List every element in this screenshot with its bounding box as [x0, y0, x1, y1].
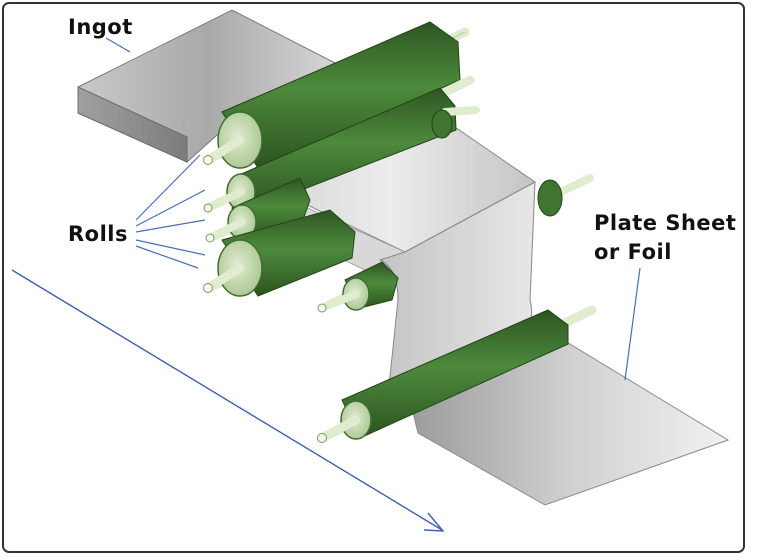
ingot-slab: [77, 9, 337, 163]
process-direction-arrow: [11, 269, 445, 532]
roll-top-upper: [203, 21, 470, 169]
roll-top-lower: [203, 75, 475, 213]
plate-leader: [624, 267, 641, 381]
plate-label-line2: or Foil: [594, 240, 672, 264]
rolls-label: Rolls: [68, 222, 128, 246]
roll-bottom: [317, 305, 597, 443]
plate-sheet-foil-label: Plate Sheet or Foil: [594, 209, 736, 267]
roll-back-small: [431, 106, 480, 139]
ingot-label: Ingot: [68, 15, 133, 39]
rolls-leader-lines: [135, 154, 206, 269]
ingot-leader: [105, 37, 131, 53]
roll-loop-guide: [317, 261, 399, 313]
roll-middle-lower: [203, 209, 356, 297]
roll-right-upper: [537, 174, 594, 217]
plate-label-line1: Plate Sheet: [594, 211, 737, 235]
frame-border: [2, 2, 745, 553]
